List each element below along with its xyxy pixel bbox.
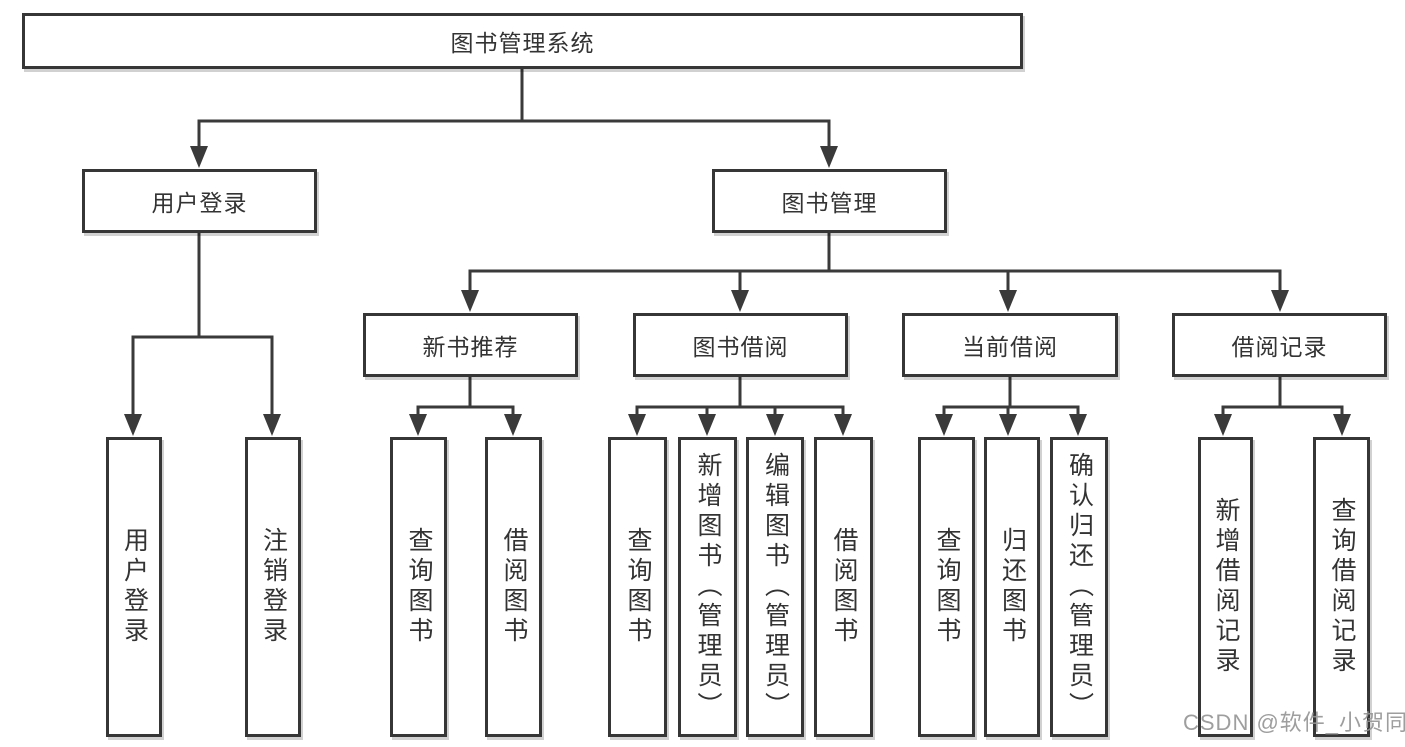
leaf-confirm-return-admin: 确认归还（管理员） xyxy=(1050,437,1108,737)
leaf-user-login: 用户登录 xyxy=(106,437,162,737)
node-current-borrow: 当前借阅 xyxy=(902,313,1118,377)
leaf-borrow-query-books: 查询图书 xyxy=(608,437,667,737)
leaf-add-borrow-record: 新增借阅记录 xyxy=(1198,437,1253,737)
leaf-query-borrow-record: 查询借阅记录 xyxy=(1313,437,1370,737)
node-new-book-recommend: 新书推荐 xyxy=(363,313,578,377)
leaf-current-query-books: 查询图书 xyxy=(918,437,975,737)
arrowheads xyxy=(124,146,1351,436)
node-user-login: 用户登录 xyxy=(82,169,317,233)
node-book-management: 图书管理 xyxy=(712,169,947,233)
node-library-management-system: 图书管理系统 xyxy=(22,13,1023,69)
node-book-borrow: 图书借阅 xyxy=(633,313,848,377)
leaf-add-books-admin: 新增图书（管理员） xyxy=(678,437,737,737)
leaf-recommend-borrow-books: 借阅图书 xyxy=(485,437,542,737)
csdn-watermark: CSDN @软件_小贺同学 xyxy=(1183,710,1405,735)
node-borrow-records: 借阅记录 xyxy=(1172,313,1387,377)
leaf-logout: 注销登录 xyxy=(245,437,301,737)
leaf-edit-books-admin: 编辑图书（管理员） xyxy=(746,437,804,737)
leaf-borrow-books: 借阅图书 xyxy=(814,437,873,737)
leaf-return-books: 归还图书 xyxy=(984,437,1040,737)
leaf-recommend-query-books: 查询图书 xyxy=(390,437,447,737)
